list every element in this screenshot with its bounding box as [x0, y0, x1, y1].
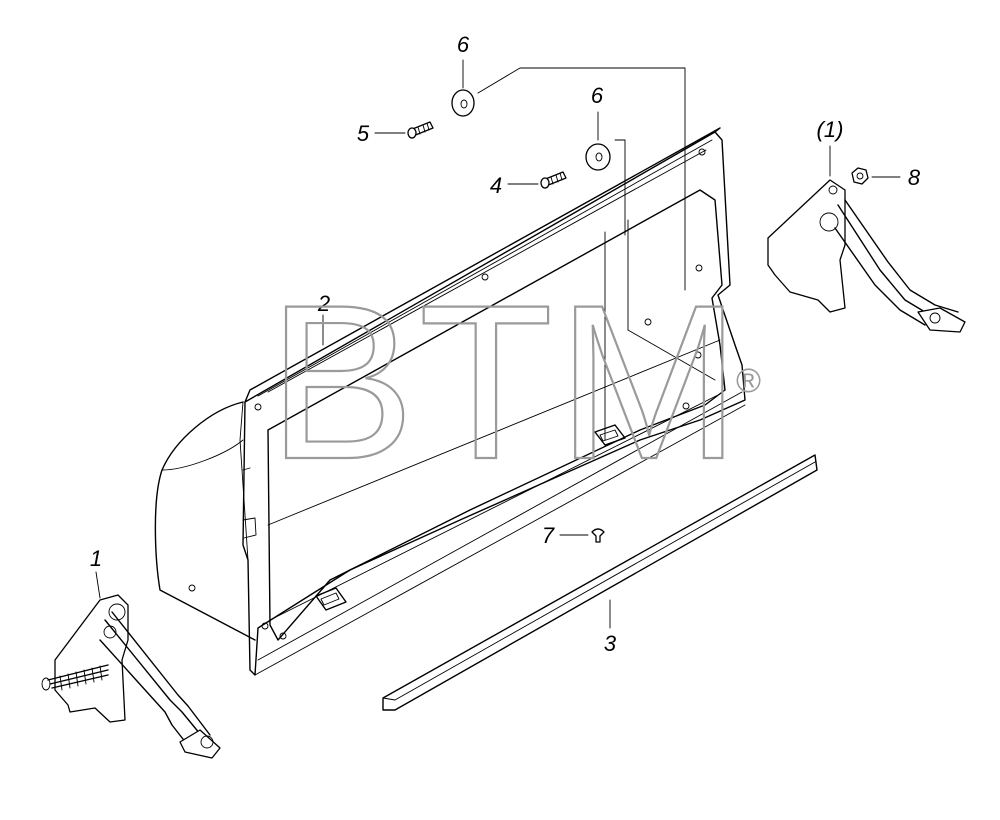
rivet-part-7: [591, 528, 605, 543]
label-part-1-ref: (1): [817, 117, 844, 142]
label-part-3: 3: [604, 631, 617, 656]
watermark-registered-mark: ®: [736, 362, 761, 400]
label-part-1: 1: [90, 546, 102, 571]
washer-part-6a: [451, 89, 475, 117]
hinge-bracket-part-1-ref: [767, 179, 966, 333]
watermark-text: BTM: [268, 259, 744, 505]
label-part-5: 5: [357, 121, 370, 146]
watermark: BTM ®: [267, 258, 761, 506]
label-part-8: 8: [908, 165, 921, 190]
washer-part-6b: [585, 143, 611, 171]
screw-part-4: [540, 171, 567, 189]
nut-part-8: [851, 167, 869, 185]
label-part-4: 4: [490, 173, 502, 198]
panel-part-2: [154, 127, 746, 676]
label-part-6b: 6: [591, 83, 604, 108]
screw-part-5: [407, 121, 434, 139]
hinge-bracket-part-1: [41, 594, 221, 759]
label-part-7: 7: [542, 523, 555, 548]
leader-lines: [95, 59, 901, 629]
label-part-6a: 6: [457, 32, 470, 57]
label-part-2: 2: [317, 291, 330, 316]
strip-part-3: [382, 454, 818, 711]
callout-labels: 6 6 5 4 2 7 3 1 (1) 8: [90, 32, 921, 656]
